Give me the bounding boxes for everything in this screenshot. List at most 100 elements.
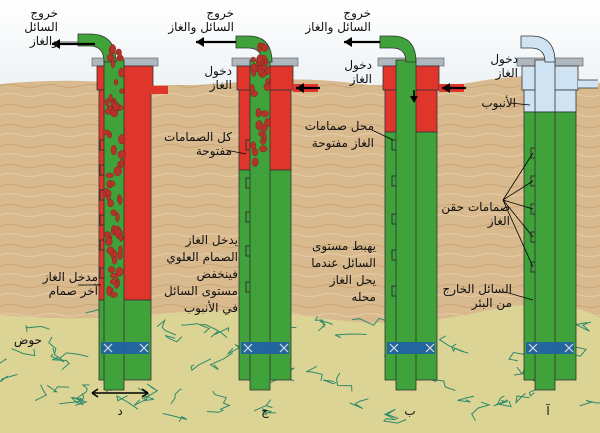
gas-bubble [260,64,268,71]
gas-bubble [249,84,255,93]
well-a [502,35,598,391]
well-b-valves-label-line1: محل صمامات [304,119,374,133]
gas-bubble [110,58,116,69]
well-j-inlet-label: دخول الغاز [190,64,232,92]
well-a-valves-label: صمامات حقن الغاز [440,200,510,228]
gas-bubble [110,145,117,156]
well-d-valves [99,139,104,279]
well-a-packer [526,342,574,354]
gas-bubble [263,58,269,66]
crack-line [306,365,323,381]
crack-line [50,353,65,363]
well-b-desc-line1: يهبط مستوى [311,239,376,253]
gas-bubble [110,278,117,285]
crack-line [59,393,85,405]
crack-line [383,408,399,419]
crack-line [162,413,188,422]
well-b-valves-label: محل صمامات الغاز مفتوحة [282,118,374,152]
well-b-packer [387,342,435,354]
well-d-inlet-label-line2: آخر صمام [48,284,98,298]
crack-line [25,324,50,332]
crack-line [59,352,89,359]
well-a-inlet-label-line1: دخول [490,52,518,66]
well-a-tubing [534,111,556,391]
crack-line [349,398,369,409]
gas-bubble [250,56,256,63]
well-b-tubing [395,59,417,391]
well-a-letter: آ [546,404,550,418]
well-d-inlet-label-line1: مدخل الغاز [42,270,98,284]
reservoir-layer [0,304,600,433]
gas-bubble [115,267,124,277]
gas-bubble [117,195,123,205]
gas-bubble [251,157,259,167]
well-b-inlet-label-line2: الغاز [349,72,372,86]
gas-bubble [112,101,120,111]
crack-line [209,352,234,371]
well-a-liquid-label-line1: السائل الخارج [442,282,512,296]
well-b [344,35,466,391]
crack-line [352,317,393,326]
gas-bubble [102,129,110,136]
well-j-valves-label-line1: كل الصمامات [164,130,232,144]
gas-bubble [118,245,123,254]
gas-bubble [264,118,271,128]
crack-line [0,358,7,364]
well-a-valves [530,147,535,273]
crack-line [11,348,36,357]
well-d-outlet-label-line3: والغاز [29,34,58,48]
gas-bubble [256,54,263,64]
gas-bubble [109,44,116,54]
gas-bubble [118,134,126,145]
gas-bubble [110,180,116,187]
crack-line [515,392,530,405]
crack-line [164,335,183,343]
gas-bubble [104,237,113,247]
well-b-description: يهبط مستوى السائل عندما يحل الغاز محله [290,238,376,306]
gas-bubble [259,145,268,153]
gas-bubble [111,256,118,265]
well-d-gas-bubbles [102,44,127,298]
well-b-desc-line3: يحل الغاز [329,273,376,287]
crack-line [52,356,70,370]
well-a-tube-pointer [509,102,531,106]
crack-line [318,320,333,332]
gas-bubble [113,166,122,176]
gas-bubble [251,69,257,77]
well-j-outlet-label: خروج السائل والغاز [150,6,234,34]
crack-line [493,399,509,407]
well-d-flange [91,57,159,67]
crack-line [210,326,230,338]
well-a-valves-label-line1: صمامات حقن [441,200,510,214]
well-b-letter: ب [404,404,416,418]
gas-bubble [110,209,117,216]
gas-bubble [106,194,111,201]
well-b-valves-label-line2: الغاز مفتوحة [311,136,374,150]
well-j-desc-line5: في الأنبوب [183,301,238,315]
well-a-liquid-label: السائل الخارج من البئر [430,282,512,310]
well-b-valves [391,139,396,297]
well-j-outlet-label-line2: السائل والغاز [168,20,234,34]
crack-line [143,383,159,399]
gas-bubble [118,233,123,241]
well-a-valves-label-line2: الغاز [487,214,510,228]
well-d-inlet-label: مدخل الغاز آخر صمام [8,270,98,298]
well-d [52,33,168,398]
gas-bubble [113,78,118,86]
crack-line [156,318,176,336]
gas-bubble [250,141,257,150]
well-a-valve-pointers [502,152,534,268]
reservoir-label: حوض [13,333,42,347]
well-d-outlet-label-line1: خروج [30,6,58,20]
gas-bubble [255,120,263,131]
well-b-valves-pointer [371,129,394,141]
crack-line [199,324,228,338]
crack-line [207,404,231,413]
well-a-liquid-pointer [504,291,534,301]
well-d-outlet-label: خروج السائل والغاز [8,6,58,48]
well-d-letter: د [117,404,123,418]
gas-bubble [255,107,262,118]
well-a-inlet-label: دخول الغاز [470,52,518,80]
